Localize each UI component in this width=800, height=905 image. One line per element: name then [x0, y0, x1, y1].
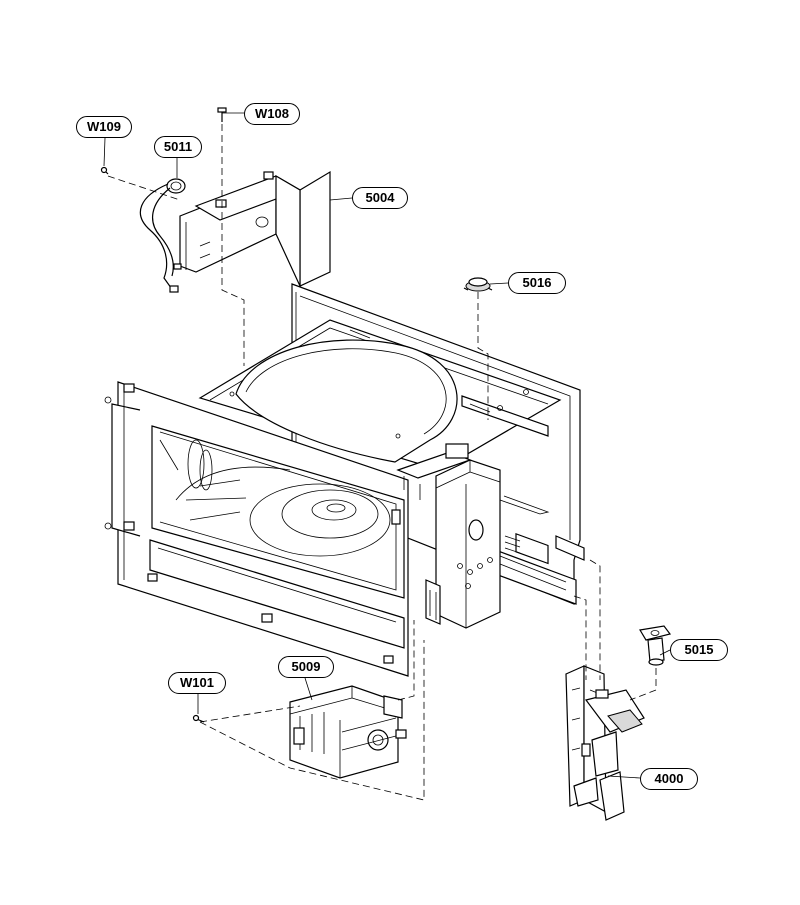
callout-5004: 5004 — [352, 187, 408, 209]
screw-w108 — [217, 107, 227, 122]
callout-w109: W109 — [76, 116, 132, 138]
part-4000-latch — [565, 665, 645, 821]
part-5011-cutout — [139, 178, 186, 293]
callout-5016: 5016 — [508, 272, 566, 294]
callout-5015: 5015 — [670, 639, 728, 661]
callout-5011: 5011 — [154, 136, 202, 158]
callout-w108: W108 — [244, 103, 300, 125]
callout-w101: W101 — [168, 672, 226, 694]
side-control-box — [396, 443, 550, 629]
part-5016-thermostat — [463, 277, 493, 292]
part-5004-bracket — [179, 170, 331, 287]
cavity-front-frame — [104, 381, 409, 677]
cavity-top-dome — [198, 319, 562, 471]
part-5009-magnetron — [289, 685, 407, 779]
leader-lines — [103, 112, 671, 779]
screw-w109 — [100, 166, 109, 175]
callout-5009: 5009 — [278, 656, 334, 678]
assembly-lines — [107, 124, 657, 801]
part-5015-lamp — [639, 625, 672, 666]
callout-4000: 4000 — [640, 768, 698, 790]
screw-w101 — [192, 714, 205, 723]
